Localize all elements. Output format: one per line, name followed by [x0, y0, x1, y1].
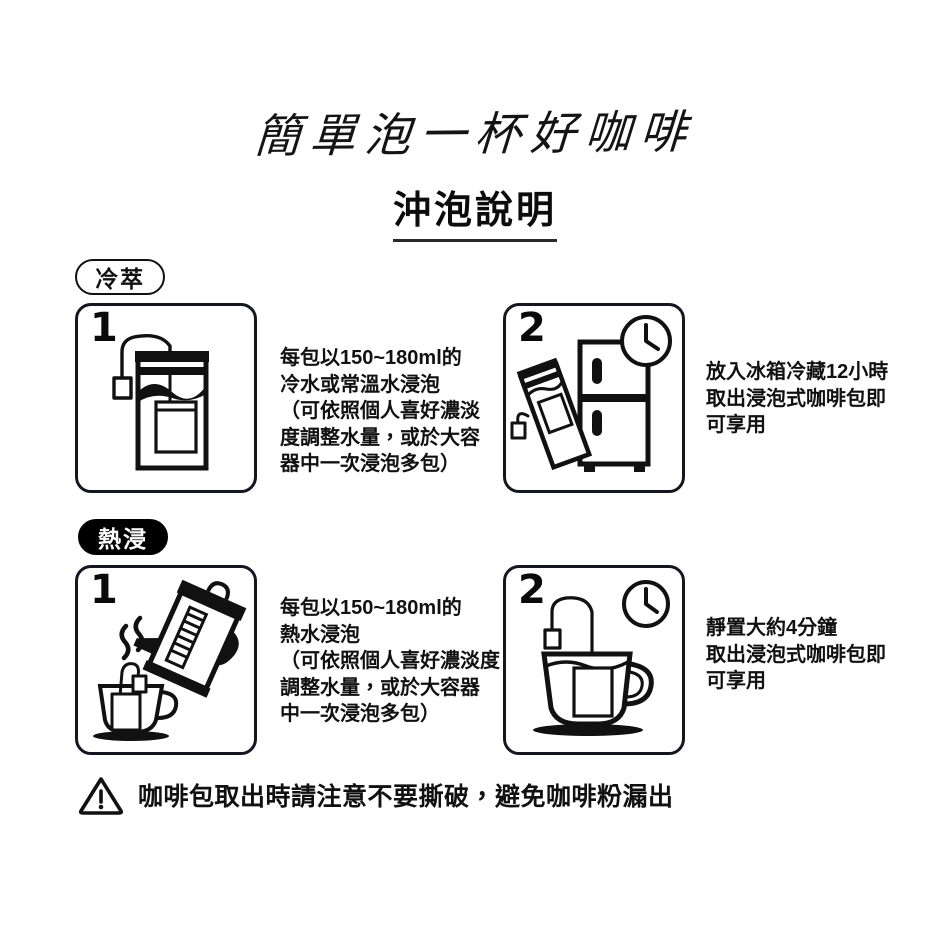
section-label-hot-steep: 熱浸 — [78, 519, 168, 555]
step-cold-1-number: 1 — [90, 305, 118, 351]
step-hot-2-illustration-box: 2 — [503, 565, 685, 755]
section-heading: 沖泡說明 — [392, 191, 557, 242]
refrigerator-with-clock-icon — [510, 315, 672, 472]
warning-triangle-icon — [78, 777, 124, 815]
cup-with-teabag-and-clock-icon — [533, 580, 670, 736]
page-title: 簡單泡一杯好咖啡 — [253, 106, 697, 163]
step-hot-1-text: 每包以150~180ml的 熱水浸泡 （可依照個人喜好濃淡度 調整水量，或於大容… — [280, 597, 500, 726]
step-cold-1-illustration-box: 1 — [75, 303, 257, 493]
step-cold-2-text: 放入冰箱冷藏12小時 取出浸泡式咖啡包即 可享用 — [706, 361, 889, 437]
step-cold-2-number: 2 — [518, 305, 546, 351]
step-hot-2-text: 靜置大約4分鐘 取出浸泡式咖啡包即 可享用 — [706, 617, 886, 693]
step-hot-2-number: 2 — [518, 567, 546, 613]
step-hot-1-illustration-box: 1 — [75, 565, 257, 755]
warning-notice: 咖啡包取出時請注意不要撕破，避免咖啡粉漏出 — [78, 775, 674, 815]
section-label-cold-brew: 冷萃 — [75, 259, 165, 295]
step-hot-1-number: 1 — [90, 567, 118, 613]
step-cold-1-text: 每包以150~180ml的 冷水或常溫水浸泡 （可依照個人喜好濃淡 度調整水量，… — [280, 347, 480, 476]
subtitle-wrapper: 沖泡說明 — [0, 191, 950, 242]
kettle-pouring-into-cup-icon — [93, 579, 247, 741]
section-cold-brew-steps: 1 — [0, 303, 950, 493]
tumbler-with-coffee-bag-icon — [112, 333, 209, 471]
warning-text: 咖啡包取出時請注意不要撕破，避免咖啡粉漏出 — [138, 783, 674, 811]
step-cold-2-illustration-box: 2 — [503, 303, 685, 493]
section-hot-steep-steps: 1 — [0, 565, 950, 755]
